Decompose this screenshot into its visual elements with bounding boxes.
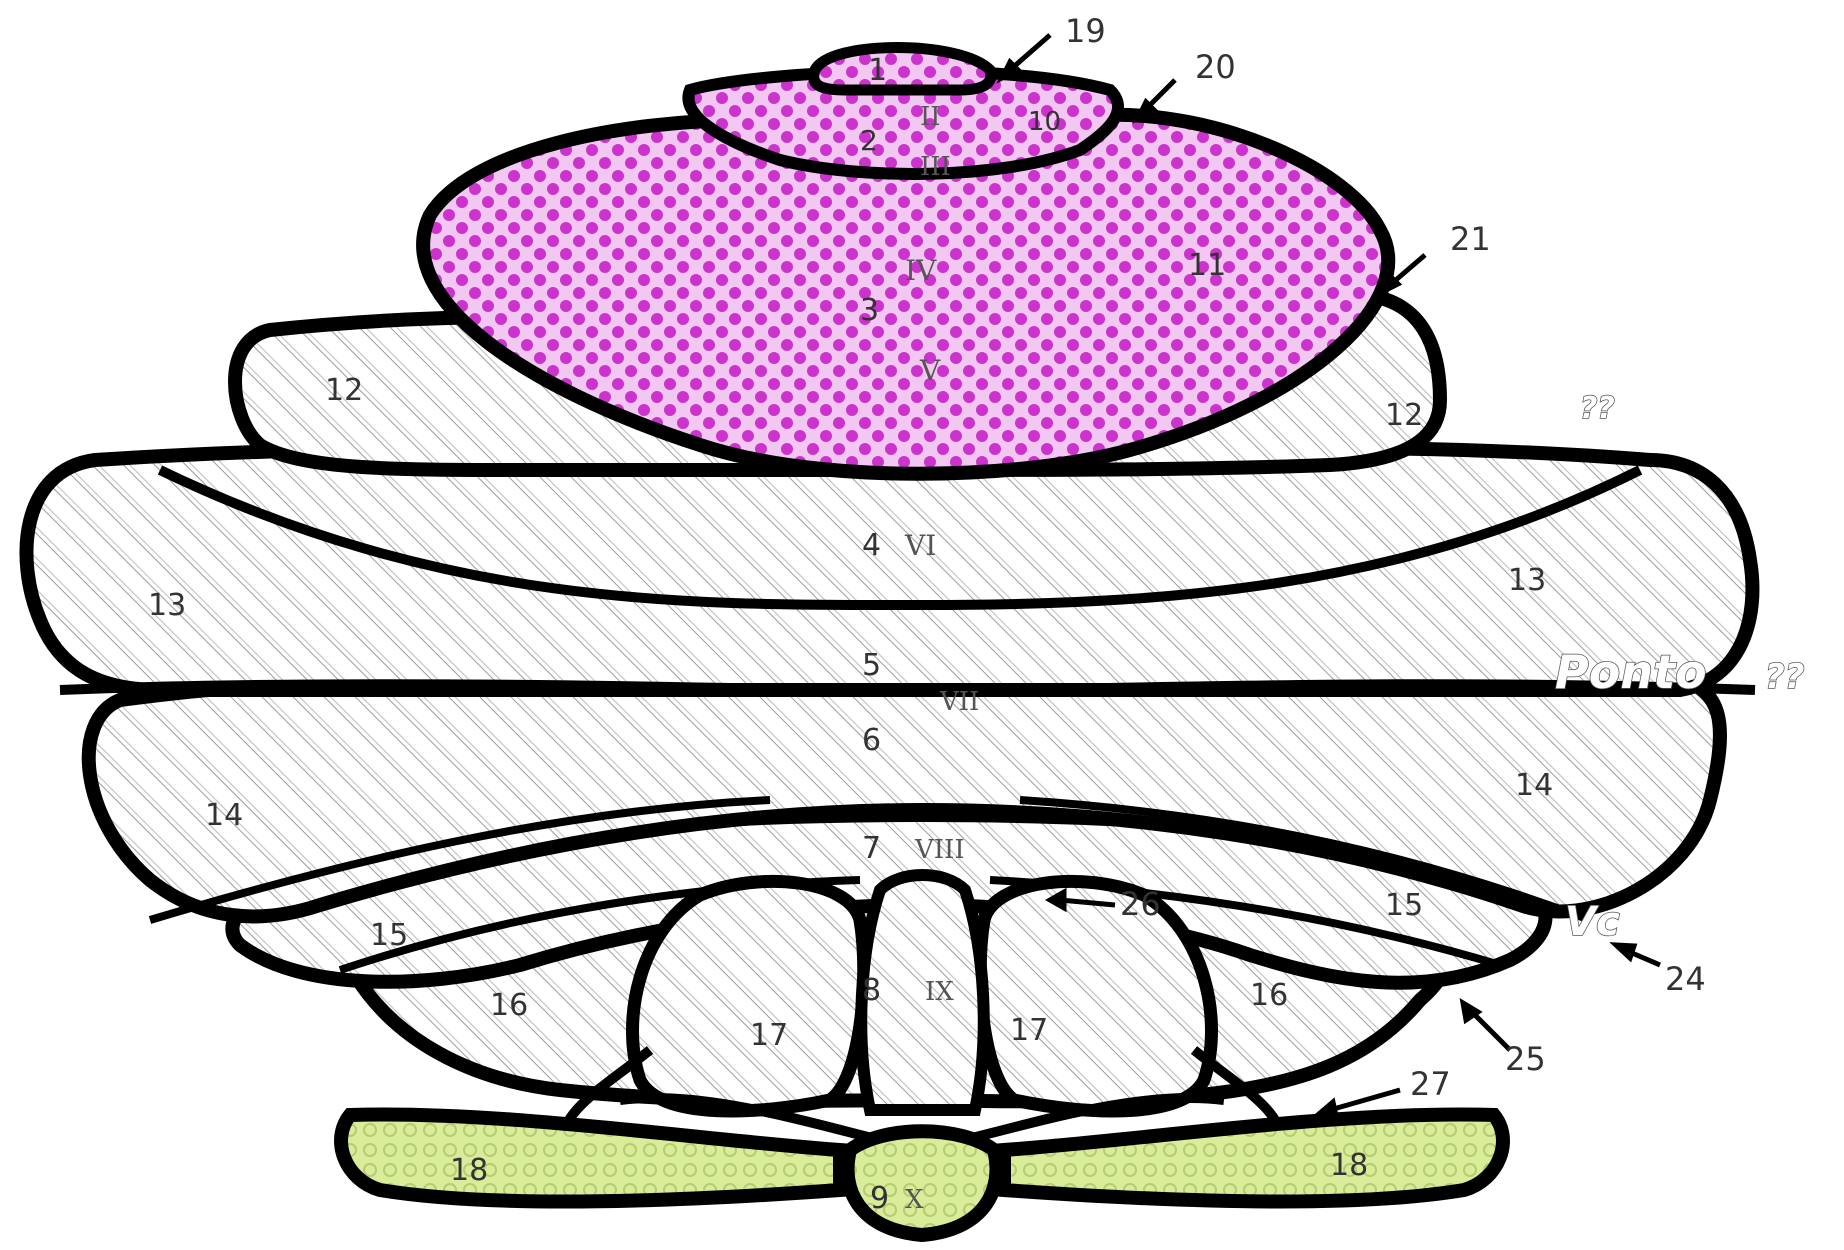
arrow-label-26: 26 xyxy=(1120,885,1161,923)
label-8: 8 xyxy=(862,973,881,1008)
roman-iii: III xyxy=(920,152,951,182)
arrow-label-27: 27 xyxy=(1410,1065,1451,1103)
lobule-13-region xyxy=(26,448,1752,691)
label-6: 6 xyxy=(862,723,881,758)
label-7: 7 xyxy=(862,831,881,866)
label-17-right: 17 xyxy=(1010,1013,1048,1048)
arrow-label-24: 24 xyxy=(1665,960,1706,998)
flocculus-right xyxy=(1004,1114,1503,1201)
label-4: 4 xyxy=(862,528,881,563)
arrow-label-21: 21 xyxy=(1450,220,1491,258)
caption-pontine-suffix: ?? xyxy=(1765,657,1804,697)
label-16-right: 16 xyxy=(1250,978,1288,1013)
roman-x: X xyxy=(905,1185,924,1215)
label-12-left: 12 xyxy=(325,373,363,408)
lobule-17-left xyxy=(633,881,864,1111)
arrow-label-20: 20 xyxy=(1195,48,1236,86)
label-5: 5 xyxy=(862,648,881,683)
label-9: 9 xyxy=(870,1181,889,1216)
roman-ii: II xyxy=(920,102,941,132)
label-15-left: 15 xyxy=(370,918,408,953)
label-12-right: 12 xyxy=(1385,398,1423,433)
label-1: 1 xyxy=(868,53,887,88)
fissure-horizontal-left xyxy=(60,684,822,690)
label-17-left: 17 xyxy=(750,1018,788,1053)
roman-vii: VII xyxy=(939,687,979,717)
roman-ix: IX xyxy=(925,977,954,1007)
label-14-right: 14 xyxy=(1515,768,1553,803)
label-10: 10 xyxy=(1028,107,1061,137)
lingula xyxy=(814,48,991,91)
roman-iv: IV xyxy=(905,254,937,287)
flocculus-left xyxy=(341,1114,840,1201)
label-15-right: 15 xyxy=(1385,888,1423,923)
label-14-left: 14 xyxy=(205,798,243,833)
label-18-left: 18 xyxy=(450,1153,488,1188)
lobule-17-right xyxy=(980,881,1211,1111)
label-2: 2 xyxy=(860,124,878,157)
label-18-right: 18 xyxy=(1330,1148,1368,1183)
roman-vi: VI xyxy=(904,529,936,562)
label-16-left: 16 xyxy=(490,988,528,1023)
caption-vc: Vc xyxy=(1565,899,1620,945)
caption-upper-right: ?? xyxy=(1580,391,1615,426)
label-11: 11 xyxy=(1188,248,1226,283)
arrow-label-25: 25 xyxy=(1505,1040,1546,1078)
label-13-right: 13 xyxy=(1508,563,1546,598)
roman-v: V xyxy=(919,354,941,387)
label-3: 3 xyxy=(860,293,879,328)
roman-viii: VIII xyxy=(914,835,965,865)
arrow-label-19: 19 xyxy=(1065,12,1106,50)
label-13-left: 13 xyxy=(148,588,186,623)
caption-pontine: Ponto xyxy=(1555,645,1707,699)
